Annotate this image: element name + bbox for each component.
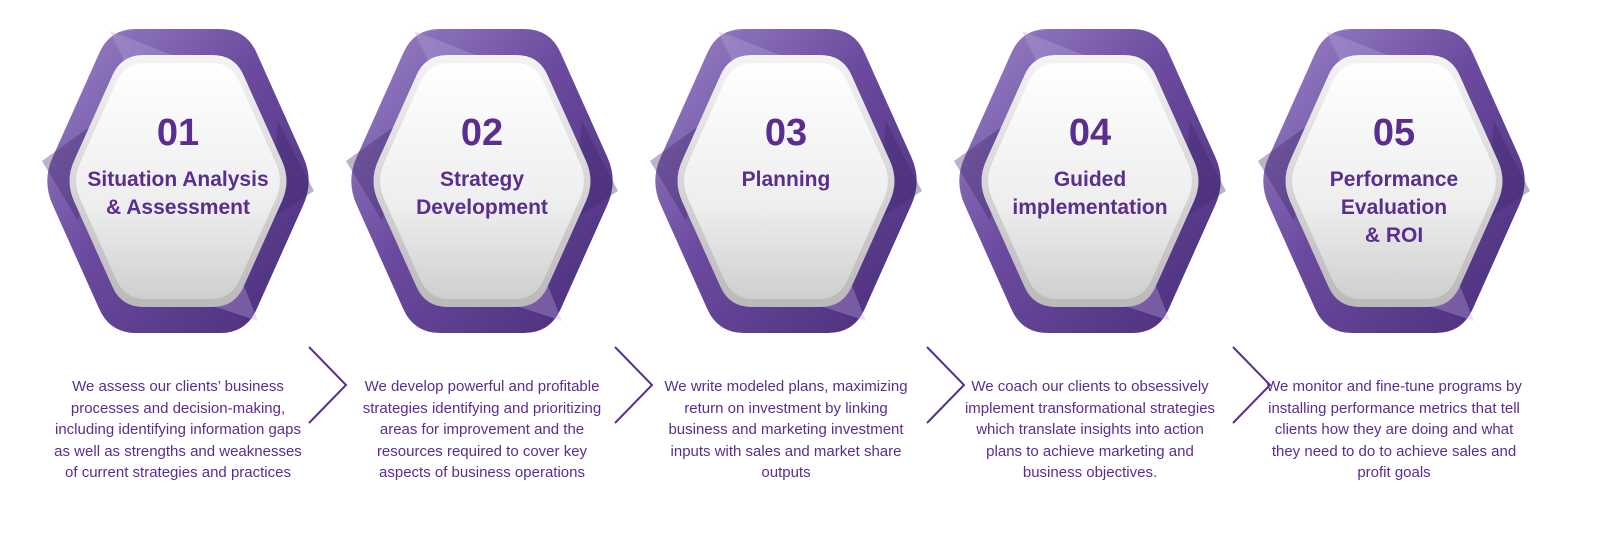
- step-number: 03: [764, 112, 808, 154]
- hexagon-inner-shape: [988, 63, 1192, 299]
- step-number: 02: [460, 112, 504, 154]
- step-title-line: Performance: [1329, 168, 1459, 191]
- step-title-line: Guided: [1053, 168, 1127, 191]
- step-title-line: Evaluation: [1340, 196, 1448, 219]
- step-title-line: & Assessment: [106, 196, 250, 219]
- hexagon-inner-shape: [380, 63, 584, 299]
- step-title-line: Strategy: [439, 168, 525, 191]
- step-description: We coach our clients to obsessively impl…: [964, 378, 1216, 481]
- chevron-right-icon: [308, 346, 348, 424]
- step-description: We monitor and fine-tune programs by ins…: [1266, 378, 1522, 481]
- step-number: 01: [156, 112, 200, 154]
- chevron-right-icon: [1232, 346, 1272, 424]
- step-description: We develop powerful and profitable strat…: [362, 378, 602, 481]
- chevron-right-icon: [614, 346, 654, 424]
- step-title-line: & ROI: [1364, 224, 1424, 247]
- chevron-right-icon: [926, 346, 966, 424]
- hexagon-inner-shape: [76, 63, 280, 299]
- step-number: 05: [1372, 112, 1416, 154]
- step-description: We assess our clients’ business processe…: [54, 378, 302, 481]
- step-title-line: Development: [416, 196, 548, 219]
- hexagon-inner-shape: [684, 63, 888, 299]
- step-number: 04: [1068, 112, 1112, 154]
- hexagon-graphic: [954, 29, 1226, 333]
- hexagon-graphic: [1258, 29, 1530, 333]
- step-title-line: Planning: [741, 168, 831, 191]
- hexagon-graphic: [42, 29, 314, 333]
- hexagon-graphic: [346, 29, 618, 333]
- step-title-line: implementation: [1012, 196, 1168, 219]
- step-description: We write modeled plans, maximizing retur…: [664, 378, 908, 481]
- step-title-line: Situation Analysis: [87, 168, 269, 191]
- hexagon-inner-shape: [1292, 63, 1496, 299]
- hexagon-graphic: [650, 29, 922, 333]
